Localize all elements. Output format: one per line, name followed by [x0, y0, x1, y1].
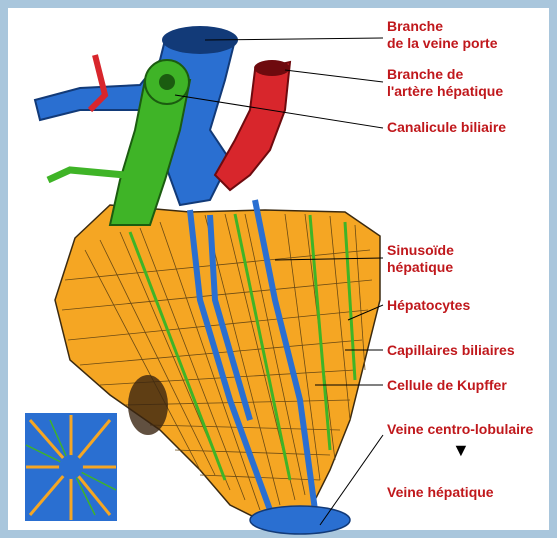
hepatic-artery	[215, 62, 290, 190]
label-sinusoid: Sinusoïde hépatique	[387, 242, 454, 276]
label-portal-vein: Branche de la veine porte	[387, 18, 497, 52]
arrow-down-icon: ▼	[452, 440, 470, 461]
central-vein	[250, 506, 350, 534]
lobule-cavity	[128, 375, 168, 435]
label-kupffer-cell: Cellule de Kupffer	[387, 377, 507, 394]
label-central-vein: Veine centro-lobulaire	[387, 421, 533, 438]
label-hepatic-artery: Branche de l'artère hépatique	[387, 66, 503, 100]
label-bile-canaliculus: Canalicule biliaire	[387, 119, 506, 136]
label-hepatic-vein: Veine hépatique	[387, 484, 494, 501]
label-bile-capillaries: Capillaires biliaires	[387, 342, 515, 359]
label-hepatocytes: Hépatocytes	[387, 297, 470, 314]
